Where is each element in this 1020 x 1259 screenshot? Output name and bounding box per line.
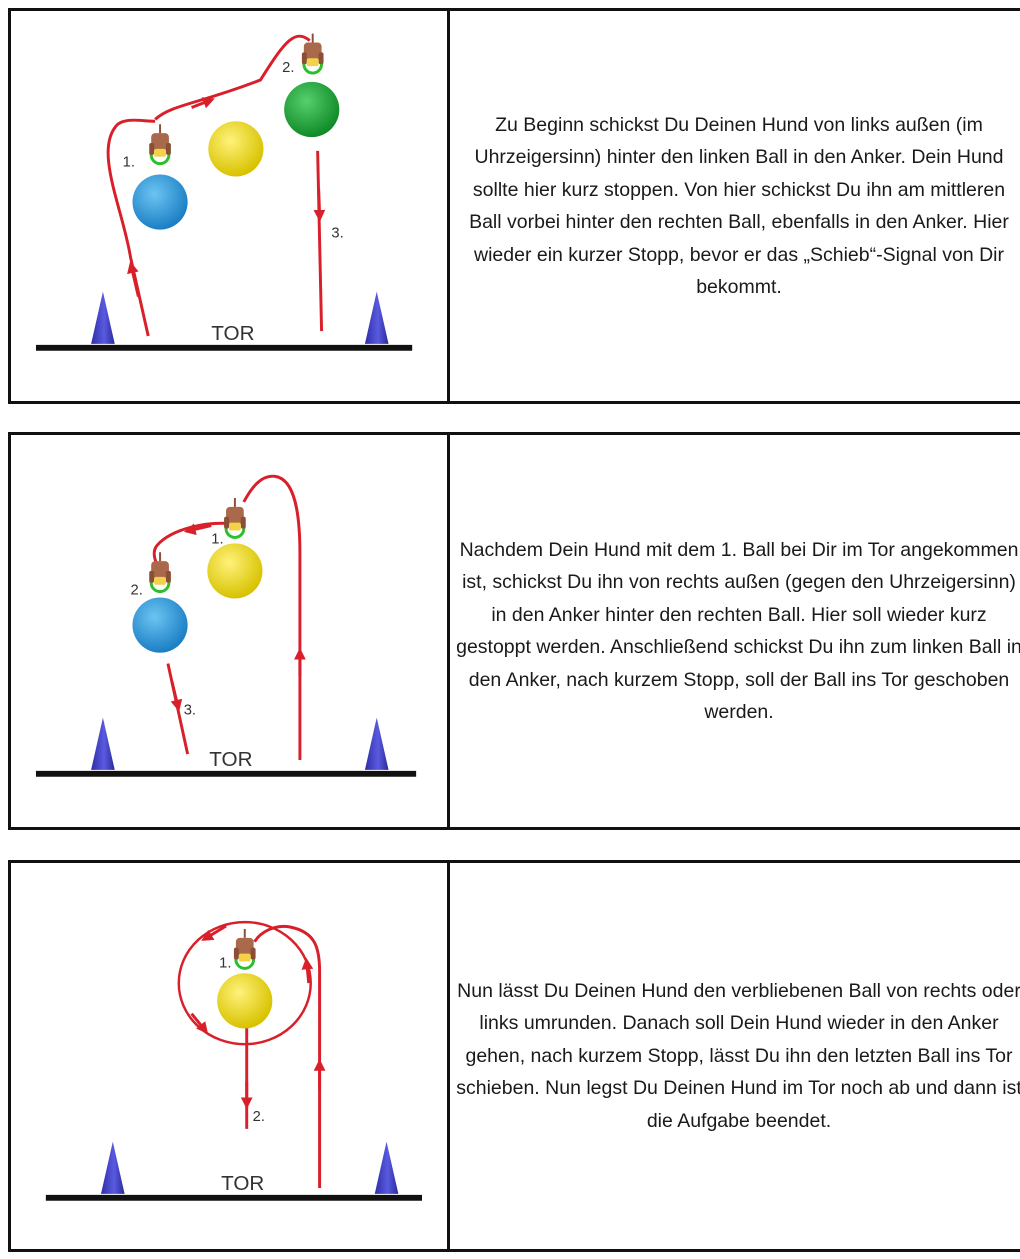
cone-icon [100, 1141, 125, 1194]
dog-icon [223, 497, 247, 532]
arrow-icon [127, 261, 140, 297]
panel-divider [447, 863, 450, 1249]
arrow-icon [183, 523, 212, 535]
panel-1: TOR 1. 2. 3. Zu Beginn schickst Du Deine… [8, 8, 1020, 404]
dog-icon [148, 551, 172, 586]
ball-icon [284, 81, 340, 138]
route-path [253, 924, 322, 1188]
route-path [106, 118, 156, 337]
panel-description: Nun lässt Du Deinen Hund den verbliebene… [450, 863, 1020, 1249]
panel-divider [447, 435, 450, 827]
cone-icon [91, 717, 115, 770]
diagram-2: TOR 1. 2. 3. [35, 474, 417, 777]
route-path [177, 920, 312, 1046]
panel-divider [447, 11, 450, 401]
cone-icon [374, 1141, 399, 1194]
marker-label: 1. [211, 531, 223, 547]
marker-label: 1. [219, 955, 231, 971]
diagram-3: TOR 1. 2. [45, 920, 422, 1201]
cone-icon [364, 291, 389, 344]
route-path [152, 521, 232, 569]
route-path [316, 150, 324, 332]
description-text: Nun lässt Du Deinen Hund den verbliebene… [456, 979, 1020, 1132]
description-text: Nachdem Dein Hund mit dem 1. Ball bei Di… [456, 538, 1020, 724]
marker-label: 2. [282, 60, 294, 76]
goal-label: TOR [221, 1172, 264, 1195]
arrow-icon [313, 188, 326, 222]
arrow-icon [201, 924, 227, 941]
marker-label: 3. [331, 226, 343, 242]
marker-label: 1. [123, 155, 135, 171]
ball-icon [217, 973, 273, 1029]
goal-label: TOR [211, 322, 254, 345]
ball-icon [208, 121, 264, 177]
arrow-icon [170, 680, 183, 712]
marker-label: 3. [184, 703, 196, 719]
arrow-icon [190, 1012, 209, 1034]
cone-icon [91, 291, 115, 344]
ball-icon [207, 543, 263, 599]
panel-description: Zu Beginn schickst Du Deinen Hund von li… [450, 11, 1020, 401]
panel-2: TOR 1. 2. 3. Nachdem Dein Hund mit dem 1… [8, 432, 1020, 830]
description-text: Zu Beginn schickst Du Deinen Hund von li… [469, 113, 1009, 299]
marker-label: 2. [131, 583, 143, 599]
panel-3: TOR 1. 2. Nun lässt Du Deinen Hund den v… [8, 860, 1020, 1252]
route-path [242, 474, 302, 761]
dog-icon [232, 927, 257, 963]
dog-icon [148, 123, 172, 158]
goal-label: TOR [209, 748, 252, 771]
cone-icon [364, 717, 389, 770]
ball-icon [132, 597, 188, 653]
route-path [154, 34, 311, 121]
marker-label: 2. [253, 1109, 265, 1125]
arrow-icon [191, 97, 215, 109]
ball-icon [132, 174, 188, 230]
panel-description: Nachdem Dein Hund mit dem 1. Ball bei Di… [450, 435, 1020, 827]
diagram-1: TOR 1. 2. 3. [35, 32, 413, 351]
arrow-icon [301, 957, 314, 984]
